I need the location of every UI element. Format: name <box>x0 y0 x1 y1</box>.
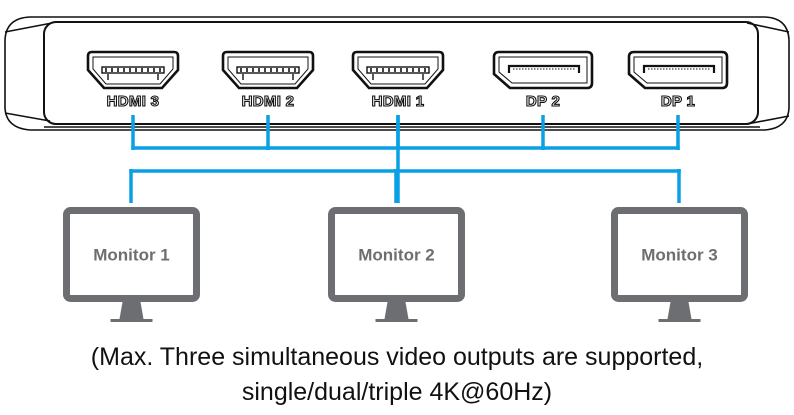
port-hdmi2: HDMI 2 <box>221 50 315 111</box>
monitor-screen-icon <box>328 207 465 302</box>
monitor-base-icon <box>658 319 701 322</box>
port-dp1: DP 1 <box>627 50 729 111</box>
port-label-dp1: DP 1 <box>661 93 695 110</box>
monitor-base-icon <box>110 319 153 322</box>
hdmi-port-icon <box>86 50 180 90</box>
port-hdmi1: HDMI 1 <box>351 50 445 111</box>
port-label-hdmi1: HDMI 1 <box>372 93 425 110</box>
monitor-label: Monitor 3 <box>641 246 718 265</box>
device-front-panel <box>43 21 759 125</box>
monitor-base-icon <box>375 319 418 322</box>
displayport-inner <box>498 56 588 84</box>
monitor-1: Monitor 1 <box>63 207 200 322</box>
displayport-pin-slot <box>642 64 716 73</box>
port-label-hdmi2: HDMI 2 <box>242 93 295 110</box>
caption-line-2: single/dual/triple 4K@60Hz) <box>241 378 553 406</box>
port-hdmi3: HDMI 3 <box>86 50 180 111</box>
hdmi-port-icon <box>351 50 445 90</box>
displayport-icon <box>492 50 594 90</box>
monitor-label: Monitor 2 <box>358 246 435 265</box>
monitor-stand-icon <box>384 302 409 319</box>
monitor-stand-icon <box>667 302 692 319</box>
device-left-bevel-bottom <box>4 112 51 122</box>
hdmi-port-inner <box>92 56 174 85</box>
hdmi-port-inner <box>227 56 309 85</box>
hdmi-port-inner <box>357 56 439 85</box>
displayport-inner <box>633 56 723 84</box>
hdmi-pin-bar <box>366 66 430 74</box>
monitor-label: Monitor 1 <box>93 246 170 265</box>
caption-line-1: (Max. Three simultaneous video outputs a… <box>90 343 704 371</box>
device-right-bevel-bottom <box>746 115 790 125</box>
monitor-stand-icon <box>119 302 144 319</box>
hdmi-port-icon <box>221 50 315 90</box>
monitor-3: Monitor 3 <box>611 207 748 322</box>
port-label-hdmi3: HDMI 3 <box>107 93 160 110</box>
hdmi-pin-bar <box>236 66 300 74</box>
monitor-2: Monitor 2 <box>328 207 465 322</box>
monitor-screen-icon <box>63 207 200 302</box>
displayport-icon <box>627 50 729 90</box>
docking-station <box>4 16 790 131</box>
port-label-dp2: DP 2 <box>526 93 560 110</box>
hdmi-pin-bar <box>101 66 165 74</box>
port-dp2: DP 2 <box>492 50 594 111</box>
device-left-bevel-top <box>4 22 53 33</box>
monitor-screen-icon <box>611 207 748 302</box>
displayport-pin-slot <box>507 64 581 73</box>
